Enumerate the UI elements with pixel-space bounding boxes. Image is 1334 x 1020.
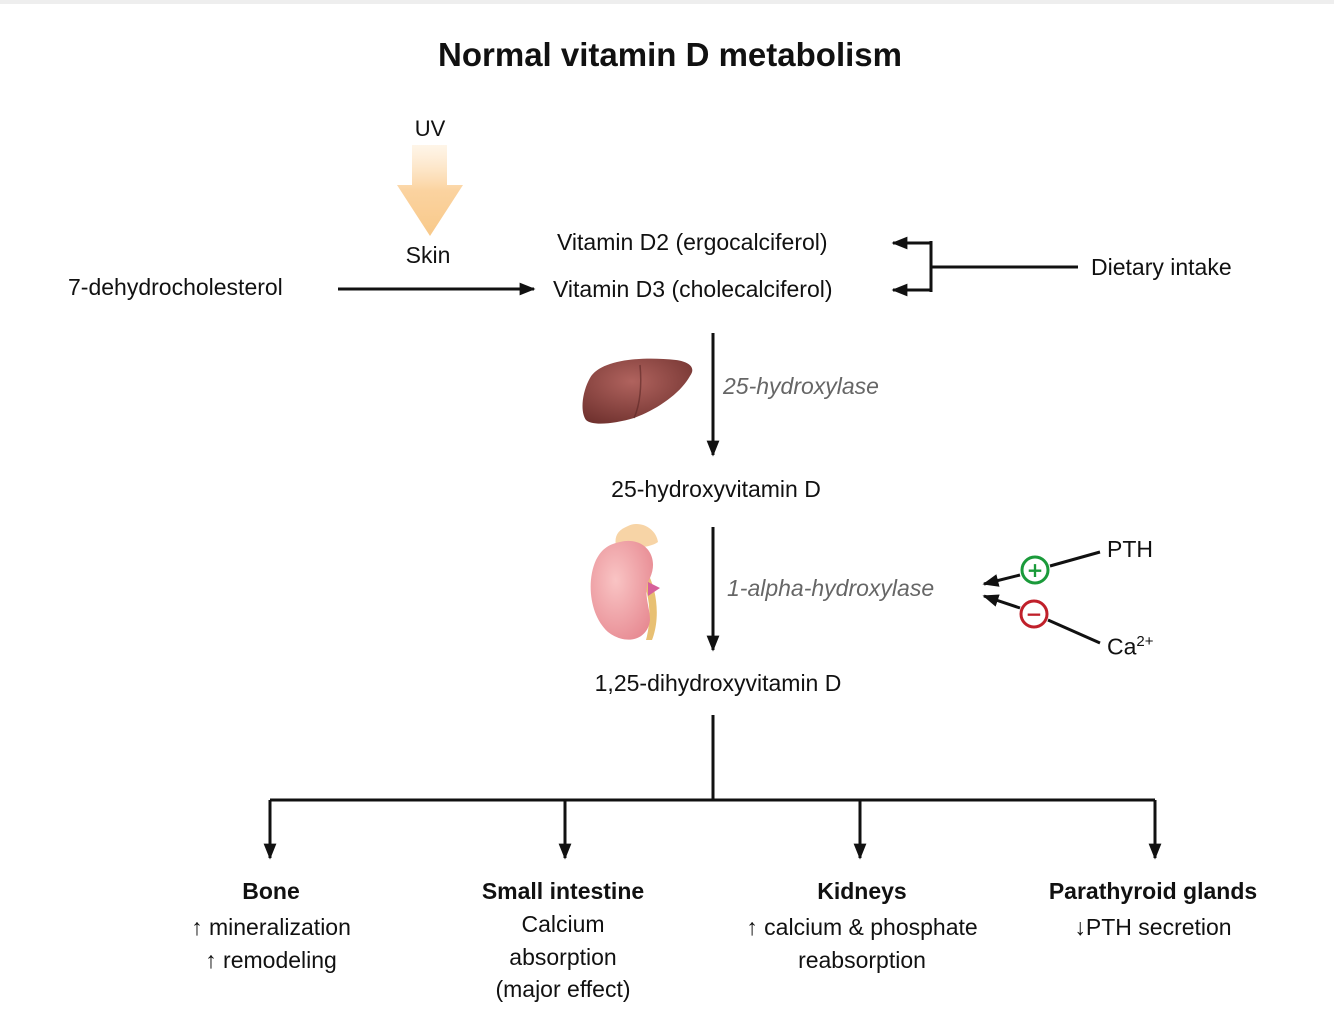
target-name: Bone (242, 878, 300, 904)
target-branches (263, 715, 1162, 860)
regulator-lines (982, 550, 1101, 645)
target-name: Small intestine (481, 878, 645, 904)
skin-label: Skin (405, 242, 451, 268)
effect-line: ↓PTH secretion (1074, 914, 1232, 941)
target-kidneys: Kidneys ↑ calcium & phosphate reabsorpti… (746, 878, 977, 973)
top-border (0, 0, 1334, 4)
target-name: Parathyroid glands (1048, 878, 1258, 904)
dihydroxyvitamin-label: 1,25-dihydroxyvitamin D (594, 670, 842, 696)
pth-stimulation-icon: + (1020, 555, 1050, 585)
target-name: Kidneys (817, 878, 907, 904)
effect-line: Calcium (521, 911, 605, 938)
effect-line: ↑ calcium & phosphate (746, 914, 978, 941)
vitamin-d3-label: Vitamin D3 (cholecalciferol) (553, 276, 833, 302)
dietary-intake-bracket (891, 236, 1078, 297)
effect-line: reabsorption (798, 946, 926, 973)
kidney-enzyme-label: 1-alpha-hydroxylase (727, 575, 935, 601)
target-bone: Bone ↑ mineralization ↑ remodeling (191, 878, 351, 973)
target-small-intestine: Small intestine Calcium absorption (majo… (482, 878, 644, 1003)
hydroxyvitamin-label: 25-hydroxyvitamin D (611, 476, 821, 502)
kidney-icon (590, 523, 660, 640)
plus-sign: + (1027, 558, 1044, 582)
effect-line: (major effect) (495, 976, 631, 1003)
uv-label: UV (414, 116, 446, 141)
liver-enzyme-label: 25-hydroxylase (723, 373, 879, 399)
effect-line: absorption (509, 943, 617, 970)
calcium-charge: 2+ (1136, 633, 1154, 650)
target-parathyroid-glands: Parathyroid glands ↓PTH secretion (1049, 878, 1257, 941)
liver-icon (582, 358, 693, 424)
calcium-inhibition-icon: − (1019, 599, 1049, 629)
vitamin-d2-label: Vitamin D2 (ergocalciferol) (557, 229, 828, 255)
minus-sign: − (1026, 602, 1043, 626)
uv-arrow (397, 145, 463, 236)
page-title: Normal vitamin D metabolism (438, 36, 902, 73)
effect-line: ↑ mineralization (191, 914, 351, 941)
effect-line: ↑ remodeling (205, 946, 337, 973)
precursor-label: 7-dehydrocholesterol (68, 274, 283, 300)
dietary-intake-label: Dietary intake (1091, 254, 1232, 280)
calcium-label: Ca2+ (1107, 633, 1154, 660)
pth-label: PTH (1107, 536, 1153, 562)
